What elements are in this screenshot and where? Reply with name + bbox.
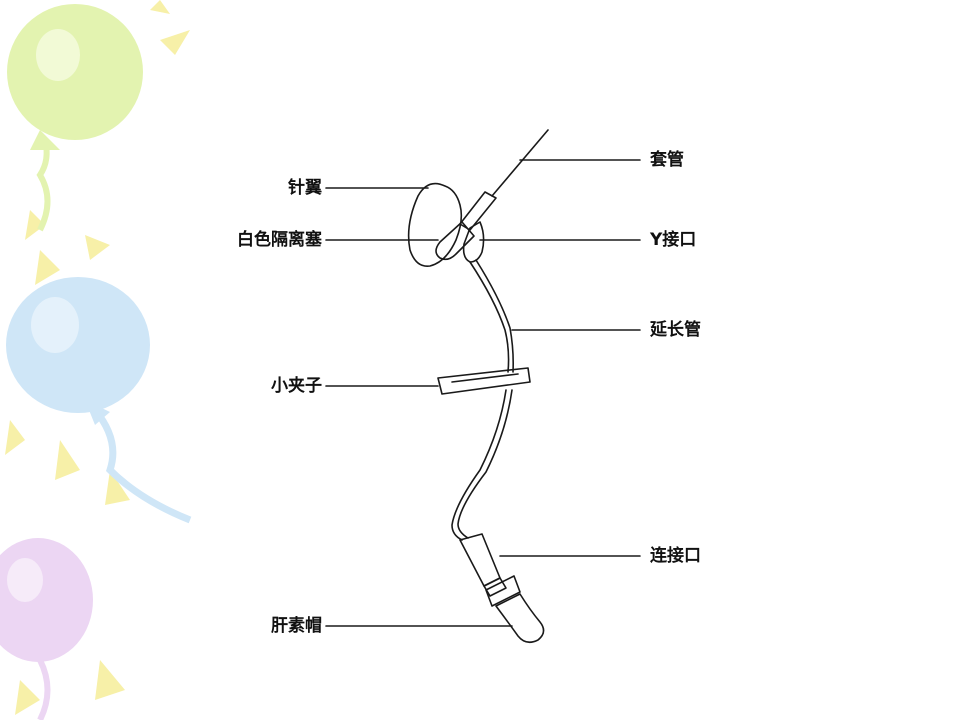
label-yan-chang-guan: 延长管: [650, 320, 701, 340]
label-gan-su-mao: 肝素帽: [271, 616, 322, 636]
label-zhen-yi: 针翼: [288, 178, 322, 198]
extension-tube-upper-b: [475, 259, 514, 373]
extension-tube-upper: [469, 261, 510, 373]
label-bai-se-ge-li-sai: 白色隔离塞: [237, 230, 322, 250]
y-connector: [462, 221, 485, 263]
needle-hub: [459, 191, 497, 231]
extension-tube-lower-b: [457, 389, 513, 539]
label-lian-jie-kou: 连接口: [650, 546, 701, 566]
needle: [491, 129, 549, 197]
label-y-jie-kou: Y接口: [650, 230, 697, 250]
balloon-purple: [0, 538, 93, 720]
connector-neck: [483, 577, 507, 597]
heparin-cap-ring: [485, 575, 521, 607]
small-clamp: [437, 367, 531, 395]
label-tao-guan: 套管: [650, 150, 684, 170]
connector: [459, 533, 501, 587]
white-isolation-plug: [435, 221, 475, 261]
balloon-green: [7, 4, 143, 232]
heparin-cap-body: [495, 593, 545, 644]
extension-tube-lower: [451, 389, 507, 541]
balloon-blue: [6, 277, 192, 524]
needle-wing: [407, 182, 463, 267]
small-clamp-slot: [451, 373, 519, 383]
label-xiao-jia-zi: 小夹子: [271, 376, 322, 396]
